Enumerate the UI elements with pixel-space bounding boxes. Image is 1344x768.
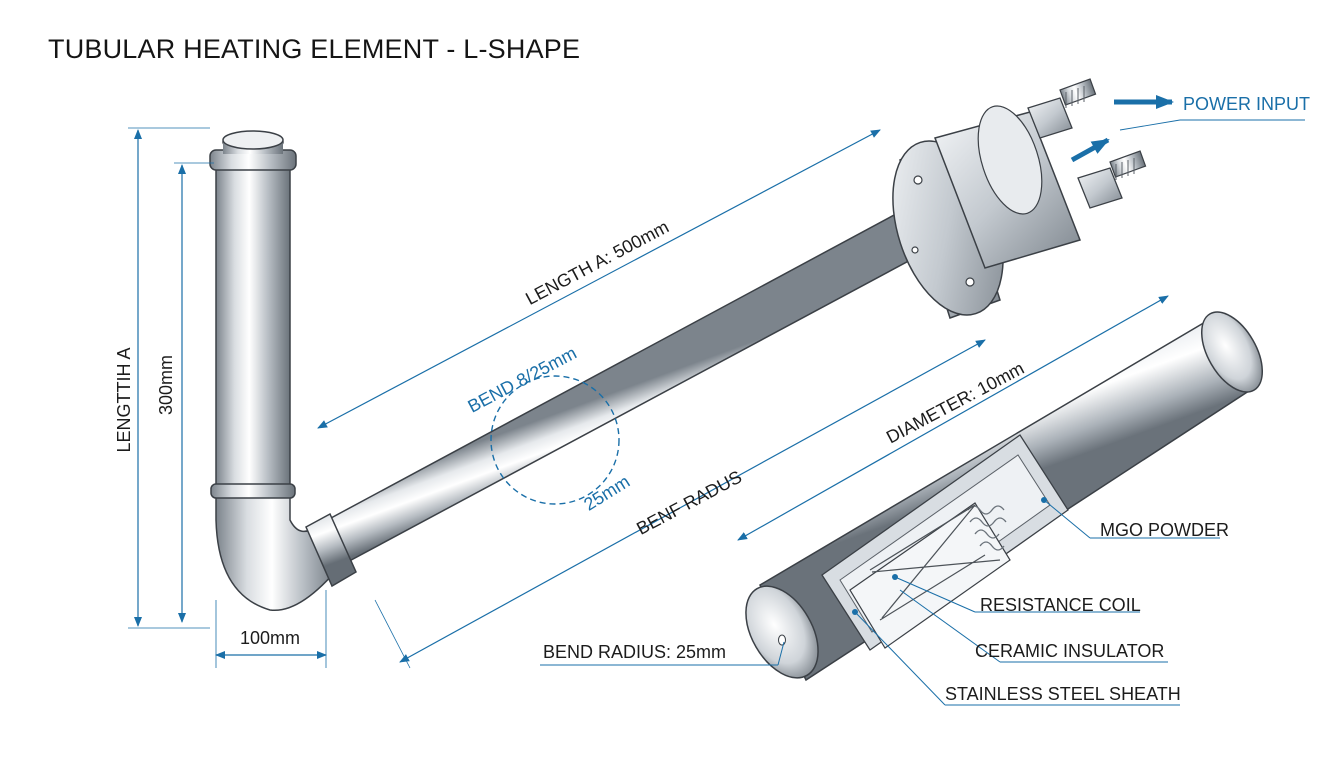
terminal-stud-lower [1077,150,1147,209]
terminal-stud-upper [1027,78,1097,139]
vertical-length-label: LENGTTIH A [114,347,134,452]
bottom-width-value: 100mm [240,628,300,648]
page-title: TUBULAR HEATING ELEMENT - L-SHAPE [48,34,581,64]
vertical-length-value: 300mm [156,355,176,415]
mgo-powder-label: MGO POWDER [1100,520,1229,540]
length-a-label: LENGTH A: 500mm [522,217,672,309]
bend-radius-callout-label: BEND RADIUS: 25mm [543,642,726,662]
dimension-lines [128,95,1305,669]
power-input-label: POWER INPUT [1183,94,1310,114]
cutaway-section [745,311,1264,682]
resistance-coil-label: RESISTANCE COIL [980,595,1141,615]
benf-radius-label: BENF RADUS [633,467,745,539]
vertical-leg-pipe [209,130,357,612]
diameter-label: DIAMETER: 10mm [883,358,1028,448]
ceramic-insulator-label: CERAMIC INSULATOR [975,641,1164,661]
terminal-head [892,78,1147,319]
stainless-steel-sheath-label: STAINLESS STEEL SHEATH [945,684,1181,704]
callout-leaders [540,499,1220,706]
